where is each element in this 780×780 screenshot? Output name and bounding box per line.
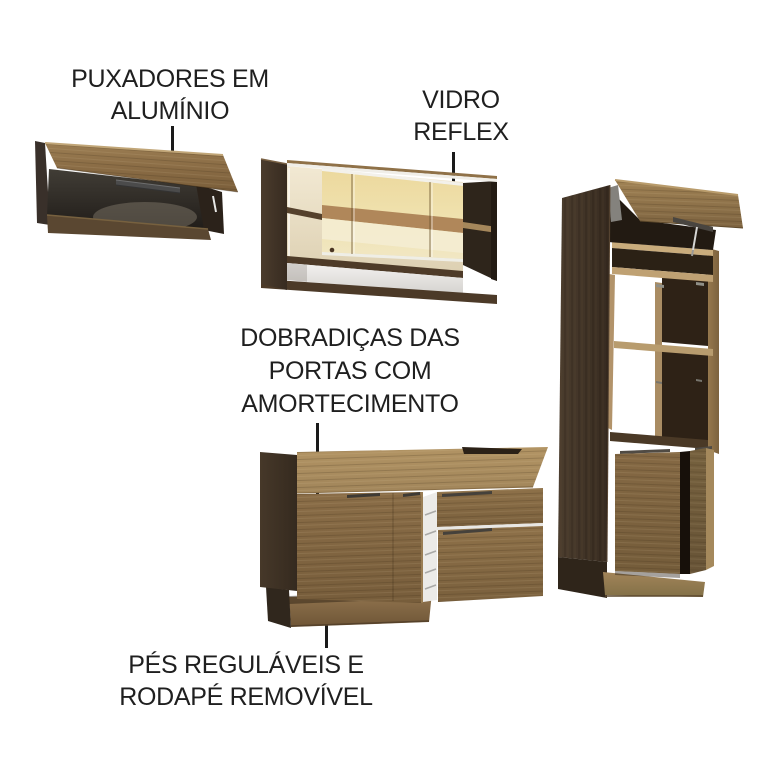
callout-line: ALUMÍNIO — [110, 97, 230, 125]
hinge — [696, 282, 704, 286]
drawer-slides — [423, 492, 437, 602]
callout-line: RODAPÉ REMOVÍVEL — [119, 683, 373, 711]
top-edge-wood — [287, 160, 497, 179]
removable-plinth — [603, 572, 705, 597]
callout-line: PUXADORES EM — [71, 65, 269, 93]
flip-up-door-grain — [45, 143, 238, 192]
niche-floor — [610, 432, 708, 449]
tall-cabinet — [558, 179, 744, 598]
cabinet-door-grain — [615, 452, 680, 574]
aluminum-handle — [442, 491, 492, 497]
plinth-bottom-edge — [290, 620, 430, 627]
aluminum-handle — [116, 180, 180, 193]
door-top-edge — [44, 142, 224, 156]
callout-line: VIDRO — [422, 86, 500, 114]
callout-soft-close-hinges: DOBRADIÇAS DAS PORTAS COM AMORTECIMENTO — [210, 322, 490, 421]
top-edge-highlight — [287, 163, 497, 182]
open-shelf-compartment — [287, 263, 463, 295]
drawer-slide-rails — [424, 510, 437, 590]
niche-back-panel — [662, 277, 708, 346]
rail-edge — [46, 214, 209, 230]
glass-door-knob — [329, 247, 335, 253]
door-top-edge — [614, 179, 739, 196]
door-edge-face — [706, 448, 714, 570]
wall-cabinet-bottom-rail — [47, 215, 211, 240]
shelf-edge — [614, 341, 713, 356]
hinge — [696, 379, 702, 382]
door-edge-face — [421, 492, 423, 603]
upper-compartment-dark — [612, 248, 713, 275]
handle-highlight — [115, 179, 181, 189]
bottom-drawer-grain — [438, 526, 543, 602]
cabinet-door-ajar-grain — [690, 448, 706, 574]
drawer-gap — [437, 523, 543, 530]
right-outer-edge — [491, 181, 497, 281]
wall-cabinet-left-side — [35, 141, 50, 225]
glass-reflection-band — [322, 205, 463, 233]
compartment-shadow — [287, 263, 307, 282]
aluminum-handle — [620, 449, 670, 454]
bottom-rail — [261, 279, 497, 304]
left-side-panel — [261, 159, 287, 290]
side-top-edge — [260, 158, 288, 165]
aluminum-handle — [347, 493, 380, 498]
callout-adjustable-feet: PÉS REGULÁVEIS E RODAPÉ REMOVÍVEL — [106, 649, 386, 713]
right-front-stile — [708, 248, 719, 454]
callout-reflex-glass: VIDRO REFLEX — [361, 84, 561, 148]
leader-line-glass — [452, 152, 455, 190]
band-bottom-edge — [296, 486, 534, 494]
glass-top-frame — [322, 168, 463, 186]
wall-cabinet — [35, 141, 239, 240]
wall-cabinet-right-side — [196, 184, 224, 234]
open-door-gap — [680, 451, 690, 574]
top-compartment-interior — [608, 188, 716, 250]
cabinet-door-grain — [297, 492, 421, 603]
hinge — [656, 284, 664, 288]
door-stay-strut-lower — [691, 249, 694, 257]
handle-shadow — [115, 184, 181, 194]
shelf-edge — [612, 267, 713, 282]
bottom-board — [287, 256, 463, 278]
callout-line: PÉS REGULÁVEIS E — [128, 651, 364, 679]
left-side-panel-grain — [558, 185, 610, 562]
base-dark-left — [266, 587, 291, 628]
aluminum-handle — [403, 492, 420, 497]
callout-line: AMORTECIMENTO — [241, 390, 459, 418]
interior-side-face — [608, 185, 622, 222]
leader-line-feet — [325, 618, 328, 648]
base-dark-left — [558, 557, 607, 598]
right-interior — [463, 181, 497, 281]
door-shadow — [615, 571, 680, 578]
open-top-gap — [462, 447, 522, 454]
glass-wall-cabinet — [260, 158, 497, 304]
glass-bottom-frame — [322, 252, 463, 262]
panel-front-edge — [606, 184, 611, 563]
shelf-edge — [612, 242, 713, 256]
back-top-band-grain — [297, 447, 548, 493]
center-back-edge — [655, 282, 662, 444]
door-bottom-edge — [56, 167, 239, 193]
door-stay-strut — [212, 195, 217, 213]
callout-line: PORTAS COM — [268, 357, 432, 385]
niche-back-panel — [662, 350, 708, 444]
callout-line: REFLEX — [413, 118, 509, 146]
door-stay-strut — [692, 226, 698, 251]
callout-aluminum-handles: PUXADORES EM ALUMÍNIO — [30, 63, 310, 127]
top-drawer-grain — [437, 488, 543, 527]
right-interior-shelf — [463, 222, 497, 233]
left-side-panel — [260, 452, 297, 591]
aluminum-handle — [443, 528, 492, 535]
glass-reflection-light — [322, 218, 463, 253]
base-cabinet — [260, 447, 548, 628]
aluminum-handle — [673, 217, 713, 232]
callout-line: DOBRADIÇAS DAS — [240, 324, 460, 352]
hinge — [656, 381, 662, 384]
left-interior-shelf — [287, 207, 322, 220]
